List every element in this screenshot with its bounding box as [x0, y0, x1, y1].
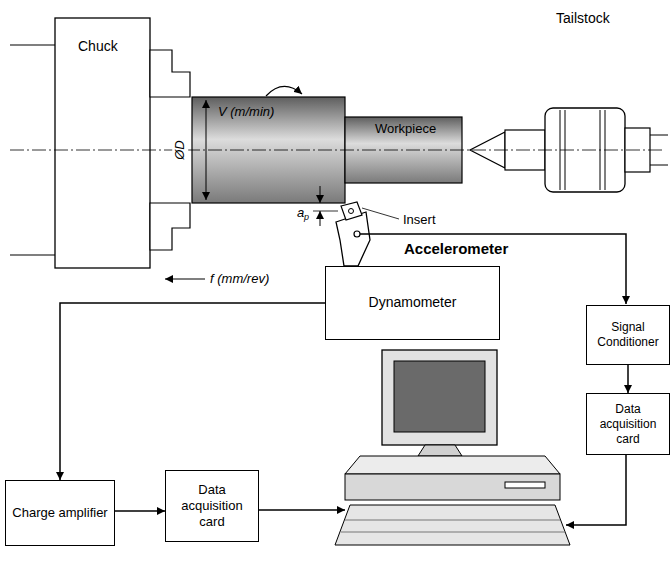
sensor-name: Accelerometer: [404, 240, 508, 258]
rotation-arrow: [266, 86, 302, 96]
part-name: Tailstock: [556, 10, 610, 27]
depth-subscript: p: [304, 212, 309, 223]
disk-drive: [505, 482, 545, 488]
cutting-insert: [341, 202, 362, 220]
signal-connector: [60, 303, 325, 480]
tailstock-spindle: [650, 165, 668, 166]
box-text: Data acquisition card: [170, 482, 254, 531]
signal-connector: [627, 365, 629, 393]
depth-arrow: [320, 186, 321, 203]
monitor-frame: [382, 350, 497, 445]
extension-line: [313, 211, 338, 212]
tailstock-spindle: [650, 135, 668, 136]
process-box: Data acquisition card: [586, 393, 670, 455]
feed-arrow: [165, 278, 205, 279]
insert-screw: [349, 209, 354, 214]
depth-arrow: [320, 211, 321, 226]
box-text: Charge amplifier: [12, 505, 107, 521]
box-text: Dynamometer: [369, 294, 457, 312]
chuck-jaw: [150, 50, 190, 97]
data-line: [566, 455, 626, 525]
speed-label: V (m/min): [218, 104, 274, 120]
chuck-jaw: [150, 203, 190, 250]
process-box: Signal Conditioner: [586, 305, 670, 365]
leader-line: [362, 208, 399, 219]
keyboard-keys: [345, 520, 560, 521]
tool-holder: [336, 212, 370, 266]
spindle-line: [10, 44, 55, 45]
center-line: [10, 150, 665, 151]
process-box: Charge amplifier: [5, 480, 115, 546]
dimension-label: ØD: [172, 138, 188, 162]
chuck-body: [55, 18, 150, 268]
computer-case: [345, 474, 560, 500]
keyboard: [335, 505, 570, 545]
part-name: Insert: [403, 212, 436, 228]
part-name: Chuck: [78, 38, 118, 55]
monitor-stand: [418, 445, 462, 456]
accelerometer-sensor: [354, 231, 360, 237]
keyboard-keys: [341, 532, 565, 533]
dynamometer-box: Dynamometer: [325, 266, 500, 340]
spindle-line: [10, 254, 55, 255]
monitor-screen: [394, 361, 485, 432]
depth-symbol: a: [297, 205, 304, 221]
box-text: Signal Conditioner: [591, 320, 665, 350]
signal-connector: [115, 510, 165, 512]
box-text: Data acquisition card: [591, 402, 665, 447]
process-box: Data acquisition card: [165, 470, 259, 542]
data-line: [255, 509, 345, 511]
computer-case: [345, 456, 560, 474]
diameter-arrow: [206, 100, 207, 200]
part-name: Workpiece: [375, 121, 436, 137]
feed-label: f (mm/rev): [210, 271, 269, 287]
